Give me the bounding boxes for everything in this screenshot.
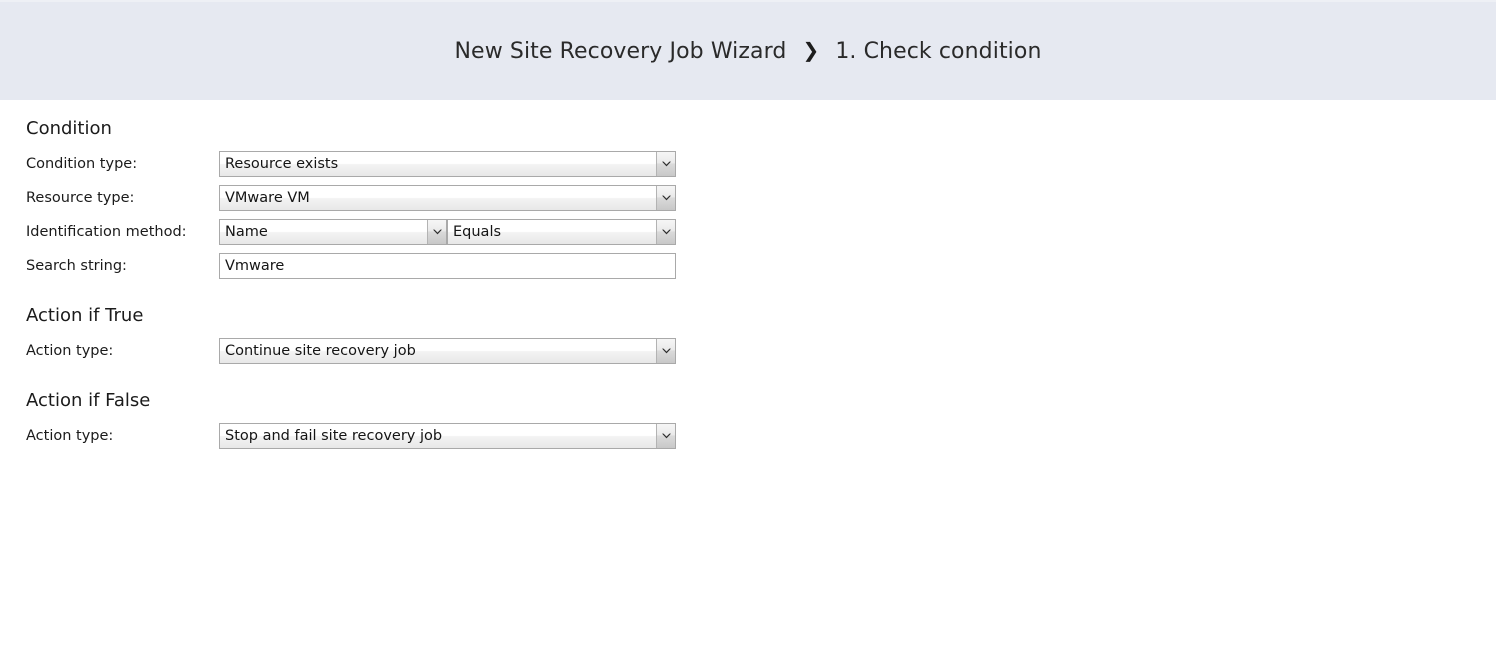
breadcrumb-wizard-title: New Site Recovery Job Wizard	[454, 38, 787, 64]
breadcrumb: New Site Recovery Job Wizard ❯ 1. Check …	[455, 39, 1042, 64]
select-condition-type[interactable]: Resource exists	[219, 150, 676, 177]
chevron-down-icon[interactable]	[427, 219, 446, 244]
form-row-identification-method: Identification method: Name Equals	[26, 215, 1496, 248]
select-resource-type[interactable]: VMware VM	[219, 184, 676, 211]
section-title-action-if-true: Action if True	[26, 305, 144, 326]
select-action-if-false-type[interactable]: Stop and fail site recovery job	[219, 422, 676, 449]
select-action-if-false-type-value: Stop and fail site recovery job	[225, 427, 443, 444]
form-row-search-string: Search string: Vmware	[26, 249, 1496, 282]
search-string-input[interactable]: Vmware	[219, 252, 676, 279]
chevron-right-icon: ❯	[802, 38, 820, 62]
label-identification-method: Identification method:	[26, 223, 187, 240]
wizard-body: Condition Condition type: Resource exist…	[0, 100, 1496, 670]
wizard-header: New Site Recovery Job Wizard ❯ 1. Check …	[0, 0, 1496, 100]
select-action-if-true-type-value: Continue site recovery job	[225, 342, 416, 359]
form-row-resource-type: Resource type: VMware VM	[26, 181, 1496, 214]
chevron-down-icon[interactable]	[656, 185, 675, 210]
label-condition-type: Condition type:	[26, 155, 138, 172]
label-resource-type: Resource type:	[26, 189, 135, 206]
label-action-if-true-type: Action type:	[26, 342, 114, 359]
form-row-condition-type: Condition type: Resource exists	[26, 147, 1496, 180]
select-identification-operator-value: Equals	[453, 223, 502, 240]
select-identification-operator[interactable]: Equals	[447, 218, 676, 245]
select-action-if-true-type[interactable]: Continue site recovery job	[219, 337, 676, 364]
chevron-down-icon[interactable]	[656, 338, 675, 363]
chevron-down-icon[interactable]	[656, 219, 675, 244]
section-title-action-if-false: Action if False	[26, 390, 151, 411]
breadcrumb-step-label: 1. Check condition	[835, 38, 1042, 64]
form-row-action-if-false-type: Action type: Stop and fail site recovery…	[26, 419, 1496, 452]
select-condition-type-value: Resource exists	[225, 155, 339, 172]
select-identification-attribute-value: Name	[225, 223, 268, 240]
section-title-condition: Condition	[26, 118, 112, 139]
label-action-if-false-type: Action type:	[26, 427, 114, 444]
select-resource-type-value: VMware VM	[225, 189, 310, 206]
identification-method-controls: Name Equals	[219, 218, 676, 245]
select-identification-attribute[interactable]: Name	[219, 218, 447, 245]
label-search-string: Search string:	[26, 257, 127, 274]
form-row-action-if-true-type: Action type: Continue site recovery job	[26, 334, 1496, 367]
chevron-down-icon[interactable]	[656, 151, 675, 176]
chevron-down-icon[interactable]	[656, 423, 675, 448]
